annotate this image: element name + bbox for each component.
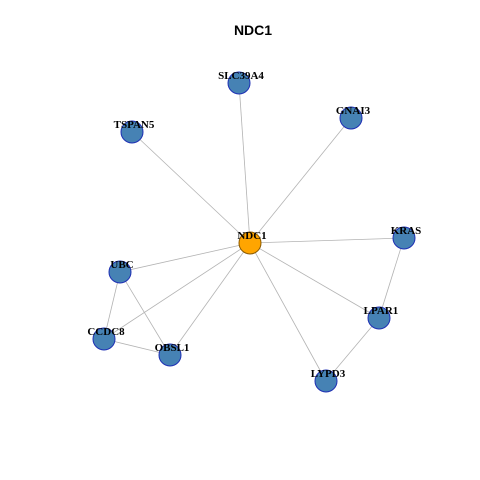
node-circle-ubc — [108, 260, 132, 284]
node-circle-ccdc8 — [92, 327, 116, 351]
edge-lpar1-lypd3 — [325, 317, 380, 382]
node-kras: KRAS — [391, 225, 422, 250]
node-ubc: UBC — [108, 259, 134, 284]
edge-ndc1-lypd3 — [249, 242, 327, 382]
edge-ndc1-gnai3 — [249, 117, 352, 244]
graph-title: NDC1 — [234, 22, 272, 38]
edge-ubc-obsl1 — [119, 271, 171, 356]
node-circle-gnai3 — [339, 106, 363, 130]
node-slc39a4: SLC39A4 — [218, 70, 264, 95]
edge-ndc1-tspan5 — [131, 131, 251, 244]
node-circle-kras — [392, 226, 416, 250]
node-label-lypd3: LYPD3 — [311, 368, 346, 380]
node-lypd3: LYPD3 — [311, 368, 346, 393]
edge-kras-lpar1 — [378, 237, 405, 319]
node-circle-lpar1 — [367, 306, 391, 330]
edge-ndc1-ccdc8 — [103, 242, 251, 340]
node-ndc1: NDC1 — [237, 230, 267, 255]
edge-ndc1-slc39a4 — [238, 82, 251, 244]
node-circle-tspan5 — [120, 120, 144, 144]
node-circle-ndc1 — [238, 231, 262, 255]
node-label-slc39a4: SLC39A4 — [218, 70, 264, 82]
node-lpar1: LPAR1 — [364, 305, 399, 330]
node-label-lpar1: LPAR1 — [364, 305, 399, 317]
node-circle-obsl1 — [158, 343, 182, 367]
node-label-kras: KRAS — [391, 225, 422, 237]
node-label-ubc: UBC — [110, 259, 133, 271]
edge-ndc1-ubc — [119, 242, 251, 273]
node-label-tspan5: TSPAN5 — [114, 119, 155, 131]
node-label-ndc1: NDC1 — [237, 230, 266, 242]
node-circle-lypd3 — [314, 369, 338, 393]
node-obsl1: OBSL1 — [155, 342, 190, 367]
node-label-ccdc8: CCDC8 — [87, 326, 125, 338]
node-gnai3: GNAI3 — [336, 105, 371, 130]
node-ccdc8: CCDC8 — [87, 326, 125, 351]
node-circle-slc39a4 — [227, 71, 251, 95]
edge-ndc1-obsl1 — [169, 242, 251, 356]
node-label-obsl1: OBSL1 — [155, 342, 190, 354]
node-tspan5: TSPAN5 — [114, 119, 155, 144]
node-label-gnai3: GNAI3 — [336, 105, 371, 117]
edge-ndc1-kras — [249, 237, 405, 244]
edge-ndc1-lpar1 — [249, 242, 380, 319]
